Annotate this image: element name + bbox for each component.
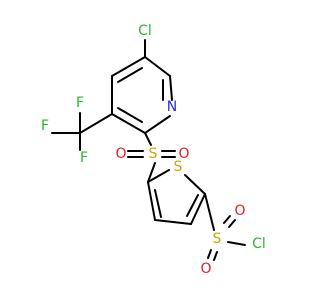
atom-s-sulfonyl: S — [149, 146, 158, 162]
bond-c5-c4 — [111, 56, 146, 77]
bonds-group — [51, 39, 246, 261]
atom-o-sulfonyl-right: O — [178, 146, 189, 162]
bond-th-c3-c4 — [154, 219, 192, 225]
atom-f-top: F — [76, 95, 84, 111]
bond-c3-c2-inner — [117, 107, 143, 123]
bond-th-c2-c3 — [147, 181, 156, 221]
bond-c3-cf3 — [79, 113, 113, 134]
bond-c5-so2cl — [204, 193, 215, 231]
atom-s-sulfonyl-chloride: S — [213, 231, 222, 247]
bond-th-c4-c5 — [190, 193, 206, 225]
bond-so2cl-o-top-a — [223, 215, 231, 224]
bond-n-c6 — [169, 75, 173, 101]
atom-cl-sulfonyl-chloride: Cl — [252, 236, 266, 252]
atom-o-sulfonyl-chloride-bottom: O — [200, 261, 211, 277]
bond-so2cl-cl — [227, 241, 246, 246]
molecule-canvas: Cl N F F F S O O S S O O Cl — [41, 23, 266, 277]
atom-s-thiophene: S — [174, 159, 183, 175]
atom-cl-pyridine: Cl — [138, 23, 152, 39]
bond-c4-c4-inner — [117, 67, 143, 83]
bond-th-c5-s — [184, 174, 206, 195]
atom-f-left: F — [41, 118, 49, 134]
bond-so2cl-o-bottom-a — [207, 249, 212, 259]
bond-c2-s — [144, 132, 152, 146]
chemical-structure-diagram: Cl N F F F S O O S S O O Cl — [41, 23, 266, 277]
atom-o-sulfonyl-left: O — [115, 146, 126, 162]
atom-f-bottom: F — [80, 150, 88, 166]
bond-so2cl-o-top-b — [228, 219, 236, 228]
atom-o-sulfonyl-chloride-top: O — [234, 203, 245, 219]
bond-th-c2-c3-inner — [154, 189, 162, 218]
atom-labels-group: Cl N F F F S O O S S O O Cl — [41, 23, 266, 277]
bond-th-c4-c5-inner — [186, 194, 199, 217]
atom-n-pyridine: N — [167, 99, 177, 115]
bond-so2cl-o-bottom-b — [213, 251, 218, 261]
bond-s-thiophene-c — [147, 162, 156, 183]
bond-c3-c2 — [111, 113, 146, 134]
bond-th-s-c2 — [147, 169, 170, 183]
bond-c6-c5 — [144, 56, 171, 77]
bond-c2-n — [144, 115, 171, 134]
